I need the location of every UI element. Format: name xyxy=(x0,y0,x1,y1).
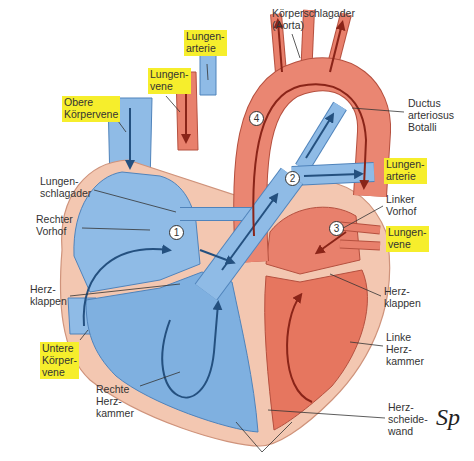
chamber-label: Linker Vorhof xyxy=(386,194,416,218)
label-text: Untere Körper- vene xyxy=(42,343,77,378)
callout-circle: 3 xyxy=(329,221,344,236)
chamber-label: Linke Herz- kammer xyxy=(386,332,424,367)
valve-label: Herz- klappen xyxy=(30,284,67,308)
right-ventricle xyxy=(86,272,258,432)
chamber-label: Rechter Vorhof xyxy=(36,214,73,238)
chamber-label: Linker Vorhof xyxy=(386,194,416,218)
label-text: Lungen- arterie xyxy=(186,31,225,55)
label-text: Lungen- vene xyxy=(388,227,427,251)
highlighted-label: Obere Körpervene xyxy=(62,96,120,122)
highlighted-label: Lungen- vene xyxy=(386,226,429,252)
chamber-label: Linke Herz- kammer xyxy=(386,332,424,367)
highlighted-label: Lungen- vene xyxy=(148,68,191,94)
highlighted-label: Lungen- arterie xyxy=(384,158,427,184)
handwritten-note: Sp xyxy=(436,404,460,431)
heart-wall xyxy=(60,160,389,446)
septum-label: Herz- scheide- wand xyxy=(388,402,428,437)
chamber-label: Rechte Herz- kammer xyxy=(96,384,134,419)
callout-number: 2 xyxy=(290,174,296,184)
callout-number: 1 xyxy=(174,228,180,238)
septum-label: Herz- scheide- wand xyxy=(388,402,428,437)
label-text: Lungen- vene xyxy=(150,69,189,93)
vessel-label: Lungen- schlagader xyxy=(40,176,91,200)
valve-label: Herz- klappen xyxy=(384,286,421,310)
valve-label: Herz- klappen xyxy=(30,284,67,308)
label-text: Obere Körpervene xyxy=(64,97,118,121)
left-ventricle xyxy=(265,270,368,430)
highlighted-label: Lungen- arterie xyxy=(184,30,227,56)
vessel-label: Körperschlagader (Aorta) xyxy=(272,8,355,32)
callout-number: 4 xyxy=(254,114,260,124)
handwritten-note: Sp xyxy=(436,404,460,431)
callout-circle: 4 xyxy=(249,111,264,126)
vessel-label: Ductus arteriosus Botalli xyxy=(408,98,454,133)
pulmonary-veins-right xyxy=(340,226,380,246)
highlighted-label: Untere Körper- vene xyxy=(40,342,79,379)
aorta xyxy=(250,74,374,262)
vessel-label: Ductus arteriosus Botalli xyxy=(408,98,454,133)
pulmonary-trunk xyxy=(180,106,374,292)
vessel-label: Lungen- schlagader xyxy=(40,176,91,200)
right-atrium xyxy=(74,172,200,292)
callout-number: 3 xyxy=(334,224,340,234)
callout-circle: 1 xyxy=(169,225,184,240)
callout-circle: 2 xyxy=(285,171,300,186)
valve-label: Herz- klappen xyxy=(384,286,421,310)
label-text: Lungen- arterie xyxy=(386,159,425,183)
chamber-label: Rechte Herz- kammer xyxy=(96,384,134,419)
chamber-label: Rechter Vorhof xyxy=(36,214,73,238)
flow-arrows xyxy=(84,22,366,402)
vessel-label: Körperschlagader (Aorta) xyxy=(272,8,355,32)
